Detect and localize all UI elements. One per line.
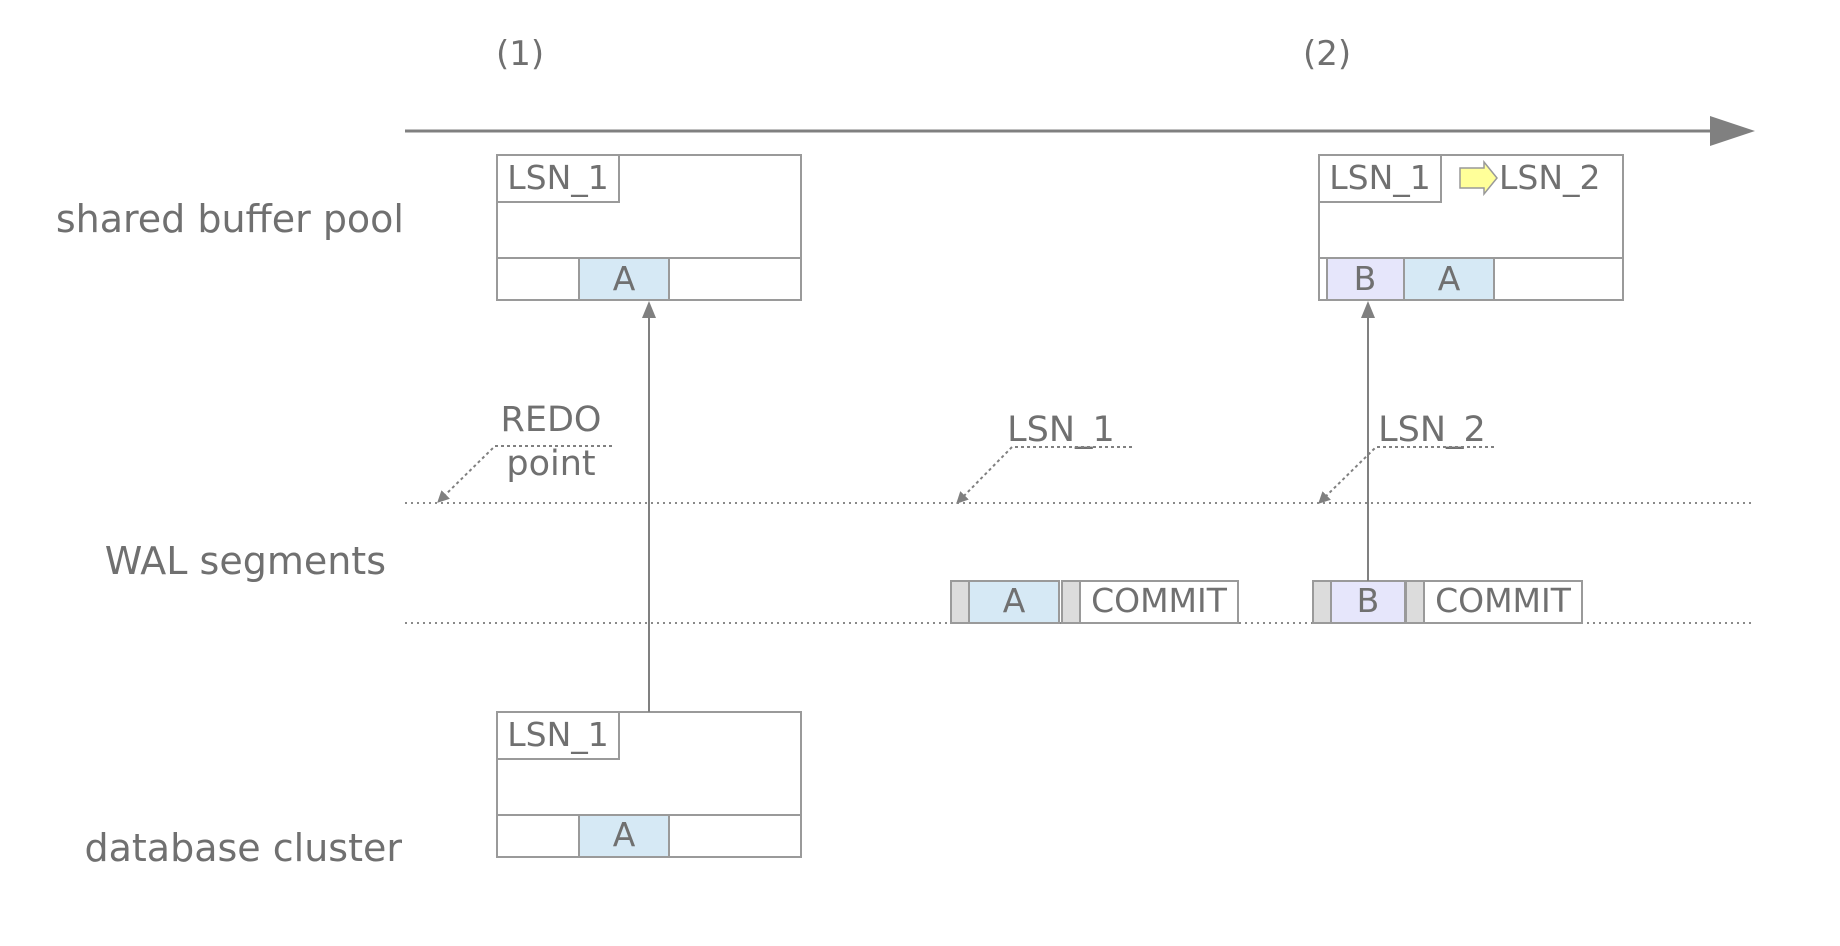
row-label-shared-buffer-pool: shared buffer pool bbox=[56, 197, 404, 241]
tuple-b-slot bbox=[1326, 257, 1405, 301]
row-label-database-cluster: database cluster bbox=[85, 826, 403, 870]
wal-record-header bbox=[950, 580, 970, 624]
lsn-1-label: LSN_1 bbox=[1007, 410, 1115, 450]
wal-record-b-text: B bbox=[1357, 581, 1380, 620]
wal-commit-record bbox=[1423, 580, 1583, 624]
wal-commit-text: COMMIT bbox=[1435, 581, 1572, 620]
wal-record-header bbox=[1312, 580, 1332, 624]
lsn-1-marker: LSN_1 bbox=[956, 410, 1132, 504]
replay-record-arrow bbox=[1361, 301, 1375, 581]
lsn-2-label: LSN_2 bbox=[1378, 410, 1486, 450]
step-2-label: (2) bbox=[1303, 34, 1351, 74]
page-lsn-old-text: LSN_1 bbox=[1329, 158, 1431, 197]
page-lsn-text: LSN_1 bbox=[507, 158, 609, 197]
row-label-wal-segments: WAL segments bbox=[105, 539, 386, 583]
cluster-page: LSN_1 A bbox=[496, 711, 802, 858]
wal-records-step1: A COMMIT bbox=[950, 580, 1239, 624]
tuple-a-slot bbox=[578, 814, 670, 858]
page-lsn-header bbox=[496, 711, 620, 760]
wal-record-a bbox=[968, 580, 1060, 624]
redo-point-label-line1: REDO bbox=[501, 400, 602, 440]
buffer-page-step1: LSN_1 A bbox=[496, 154, 802, 301]
load-page-arrow bbox=[642, 301, 656, 712]
buffer-page-step2: LSN_1 LSN_2 B A bbox=[1318, 154, 1624, 301]
timeline-arrow bbox=[405, 116, 1755, 146]
tuple-a-slot bbox=[1403, 257, 1495, 301]
tuple-a-slot bbox=[578, 257, 670, 301]
tuple-a-text: A bbox=[613, 259, 636, 298]
page-lsn-text: LSN_1 bbox=[507, 715, 609, 754]
wal-record-a-text: A bbox=[1003, 581, 1026, 620]
tuple-b-text: B bbox=[1354, 259, 1377, 298]
step-1-label: (1) bbox=[496, 34, 544, 74]
page-lsn-header bbox=[496, 154, 620, 203]
wal-record-header bbox=[1061, 580, 1081, 624]
page-lsn-header bbox=[1318, 154, 1442, 203]
redo-point-label-line2: point bbox=[506, 444, 595, 484]
wal-commit-text: COMMIT bbox=[1091, 581, 1228, 620]
tuple-a-text: A bbox=[613, 815, 636, 854]
tuple-a-text: A bbox=[1438, 259, 1461, 298]
redo-point-marker: REDO point bbox=[437, 400, 612, 503]
wal-record-header bbox=[1405, 580, 1425, 624]
lsn-2-marker: LSN_2 bbox=[1318, 410, 1494, 504]
lsn-update-arrow-icon bbox=[1459, 159, 1498, 197]
wal-commit-record bbox=[1079, 580, 1239, 624]
page-lsn-new-text: LSN_2 bbox=[1499, 158, 1601, 197]
wal-records-step2: B COMMIT bbox=[1312, 580, 1583, 624]
